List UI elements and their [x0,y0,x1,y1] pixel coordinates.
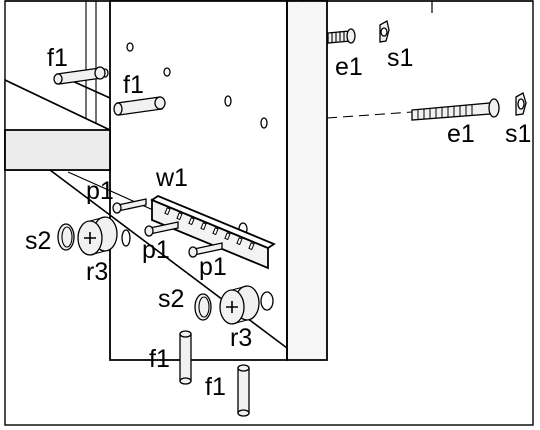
dowel-f1-bottom-left [179,330,192,385]
label-s1-top: s1 [387,44,413,72]
screw-p1-c [188,242,223,258]
label-p1-a: p1 [86,177,114,205]
label-r3-right: r3 [230,324,252,352]
screw-p1-a [112,198,147,214]
label-e1-long: e1 [447,120,475,148]
dowel-f1-top-mid [113,96,166,116]
dowel-f1-bottom-right [237,364,250,417]
bracket-w1 [150,194,276,270]
cam-lock-r3-left [77,216,118,256]
screw-p1-b [144,221,179,237]
label-f1-top-mid: f1 [123,71,144,99]
label-e1-top: e1 [335,53,363,81]
screw-e1-top [327,28,356,44]
shelf [4,78,111,171]
label-s1-long: s1 [505,120,531,148]
side-panel [85,0,328,361]
label-p1-b: p1 [142,236,170,264]
label-f1-bottom-right: f1 [205,373,226,401]
label-f1-bottom-left: f1 [149,345,170,373]
label-s2-right: s2 [158,285,184,313]
dowel-f1-top-left [53,66,106,85]
label-f1-top-left: f1 [47,44,68,72]
label-s2-left: s2 [25,227,51,255]
cover-cap-s2-right [194,293,212,321]
label-r3-left: r3 [86,258,108,286]
cam-lock-r3-right [219,285,260,325]
label-w1: w1 [155,164,188,192]
alignment-dash [326,111,413,119]
label-p1-c: p1 [199,253,227,281]
cover-cap-s2-left [57,223,75,251]
cap-s1-top [379,19,390,43]
screw-e1-long [411,98,500,121]
cap-s1-long [515,92,527,116]
